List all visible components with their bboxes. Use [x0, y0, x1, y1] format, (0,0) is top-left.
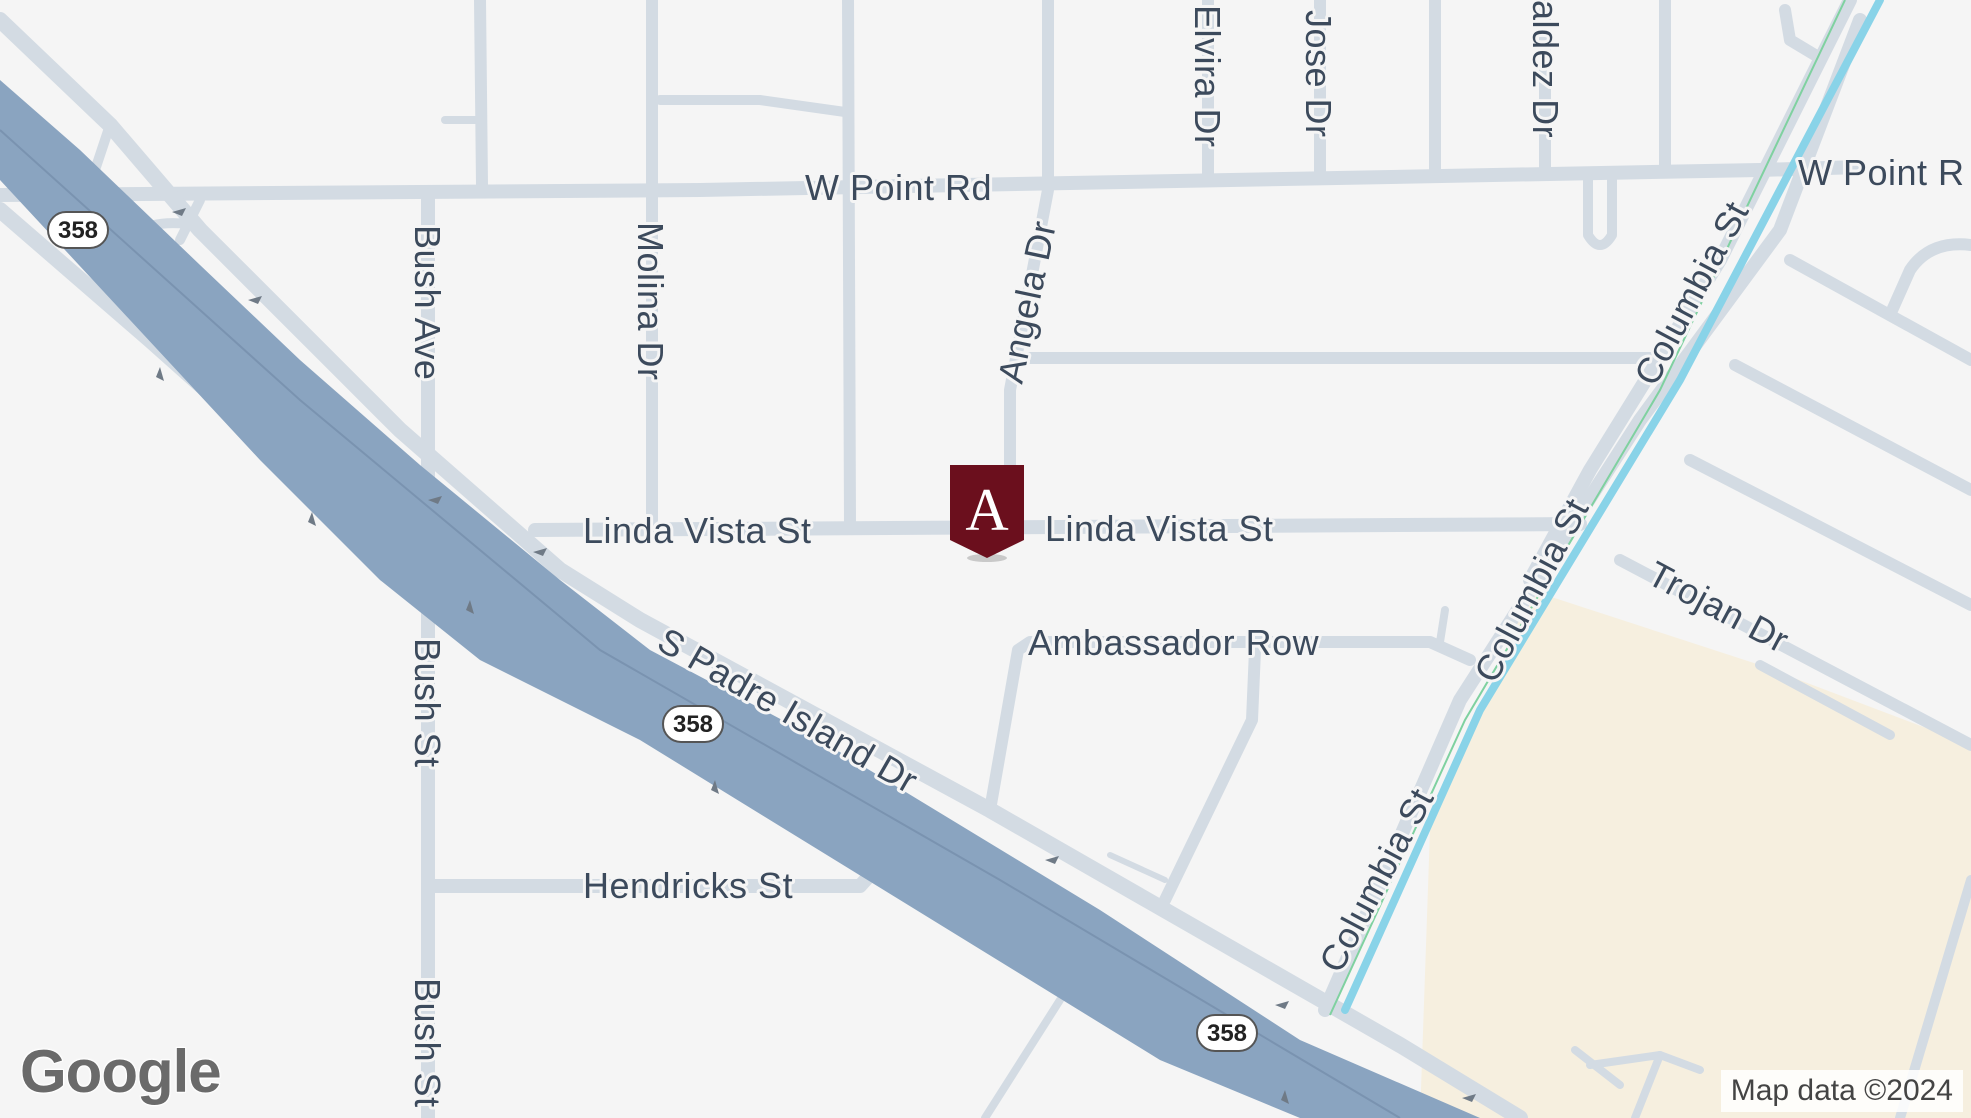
road-diag	[1684, 454, 1971, 611]
road-columbia	[1318, 13, 1867, 1017]
arrow-icon	[1045, 856, 1059, 864]
route-shield-number: 358	[673, 711, 713, 738]
arrow-icon	[466, 600, 474, 614]
highway-lane-line	[0, 129, 1401, 1118]
route-shield-number: 358	[58, 217, 98, 244]
location-marker[interactable]: A	[950, 465, 1024, 562]
road-label-linda-vista-east: Linda Vista St	[1045, 508, 1273, 549]
road-curve	[1884, 238, 1971, 321]
arrow-icon	[533, 548, 547, 556]
road-label-elvira: Elvira Dr	[1187, 5, 1228, 148]
arrow-icon	[308, 512, 316, 526]
arrow-icon	[711, 780, 719, 794]
marker-letter: A	[965, 477, 1008, 543]
road-ambassador	[984, 636, 1476, 816]
road-stub	[1107, 852, 1168, 883]
road-label-molina: Molina Dr	[630, 222, 671, 381]
road-label-valdez: aldez Dr	[1525, 0, 1566, 138]
canal	[1341, 0, 1884, 1014]
road-columbia-east	[1523, 0, 1857, 587]
road-ambassador-spur	[1436, 606, 1449, 646]
road-label-jose: Jose Dr	[1298, 10, 1339, 138]
arrow-icon	[248, 296, 262, 304]
road-label-bush-ave: Bush Ave	[407, 225, 448, 380]
route-shield[interactable]: 358	[1196, 1014, 1258, 1052]
route-shield[interactable]: 358	[662, 705, 724, 743]
google-logo: Google	[19, 1037, 223, 1106]
road-angela	[1004, 0, 1054, 476]
road-stub	[981, 996, 1064, 1118]
road-stub	[1779, 4, 1821, 61]
road-label-ambassador: Ambassador Row	[1028, 622, 1320, 663]
road-stub	[1631, 1051, 1664, 1118]
route-shield-number: 358	[1207, 1020, 1247, 1047]
commercial-area	[1420, 590, 1971, 1118]
road-loop	[1583, 175, 1617, 250]
canal-edge	[1329, 0, 1846, 1016]
road-south-connector	[1159, 644, 1261, 906]
route-shield[interactable]: 358	[47, 211, 109, 249]
road-label-linda-vista-west: Linda Vista St	[583, 510, 811, 551]
arrow-icon	[172, 208, 186, 216]
road-linda-vista	[528, 517, 1587, 537]
road-frontage-north	[0, 12, 1528, 1118]
road-label-w-point-west: W Point Rd	[805, 167, 992, 208]
arrow-icon	[156, 367, 164, 381]
road-diag	[1784, 254, 1971, 366]
road-label-bush-st-north: Bush St	[407, 638, 448, 768]
ramp	[90, 120, 115, 175]
road-label-bush-st-south: Bush St	[407, 978, 448, 1108]
marker-pin	[950, 465, 1024, 558]
direction-arrows	[156, 208, 1476, 1104]
road-label-w-point-east: W Point R	[1798, 152, 1965, 193]
road-trojan	[1614, 554, 1971, 751]
arrow-icon	[1281, 1090, 1289, 1104]
arrow-icon	[1462, 1094, 1476, 1102]
road-vertical	[842, 0, 856, 531]
map-attribution[interactable]: Map data ©2024	[1720, 1070, 1963, 1112]
road-stub	[655, 95, 850, 117]
arrow-icon	[1275, 1001, 1289, 1009]
arrow-icon	[428, 496, 442, 504]
road-label-hendricks: Hendricks St	[583, 865, 793, 906]
road-diag	[1729, 359, 1971, 496]
road-stub	[474, 0, 488, 191]
road-diag	[1755, 660, 1895, 740]
